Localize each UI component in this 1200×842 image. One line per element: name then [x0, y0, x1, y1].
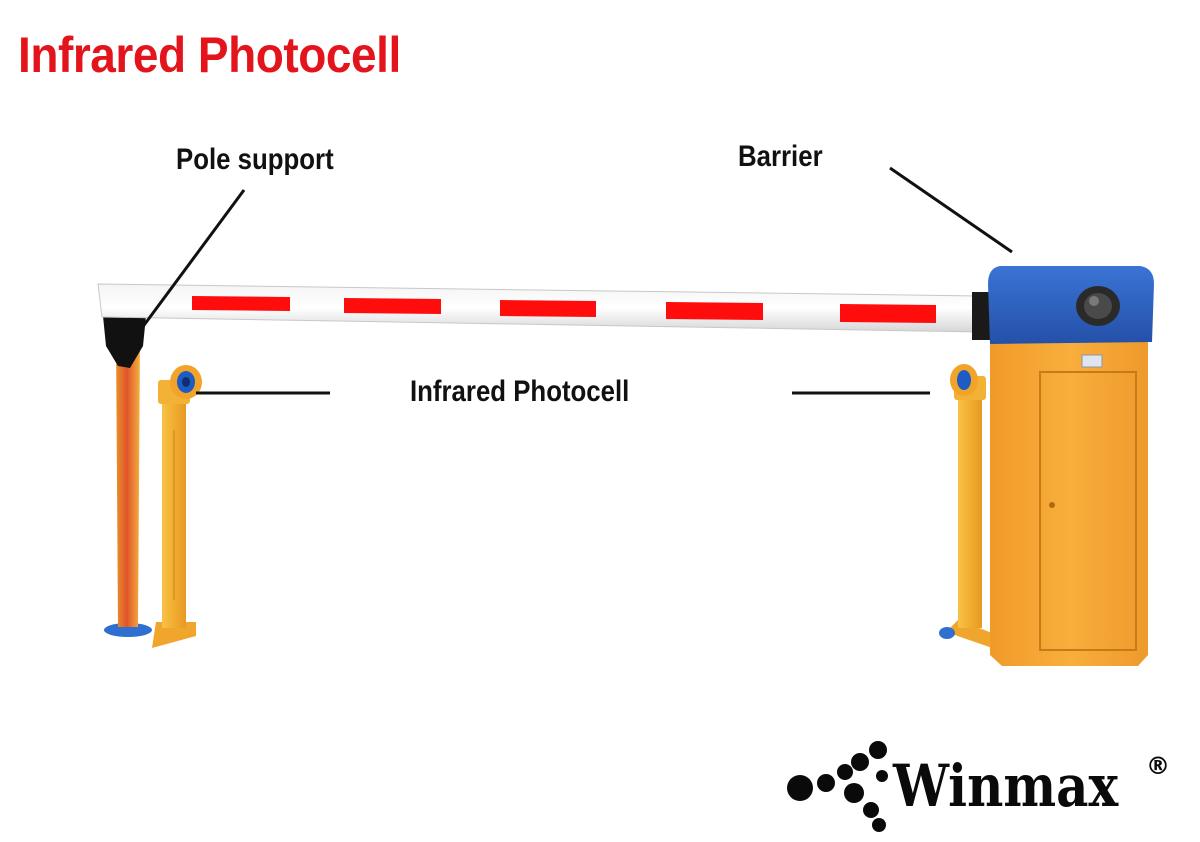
label-barrier: Barrier [738, 140, 823, 173]
barrier-cabinet-cap [988, 266, 1154, 344]
brand-registered-mark: ® [1146, 752, 1170, 780]
winmax-logo-mark [787, 741, 888, 832]
photocell-post-right [939, 364, 1000, 650]
pole-support-base [104, 623, 152, 637]
brand-name: Winmax [893, 752, 1119, 820]
pole-support-column [116, 338, 140, 627]
label-pole-support: Pole support [176, 143, 334, 176]
barrier-cabinet-door [1039, 371, 1137, 651]
boom-stripe [666, 302, 763, 320]
boom-arm [97, 283, 996, 340]
pole-support [103, 316, 152, 637]
photocell-post-left [152, 365, 202, 648]
barrier-cabinet [988, 266, 1154, 666]
label-infrared-photocell: Infrared Photocell [410, 375, 630, 408]
boom-stripe [840, 304, 936, 323]
barrier-cabinet-body [990, 342, 1148, 666]
boom-stripe [500, 300, 596, 317]
boom-stripe [192, 296, 290, 311]
barrier-leader-line [889, 166, 1013, 254]
page-title: Infrared Photocell [18, 27, 401, 83]
pole-support-leader-line [134, 189, 246, 337]
boom-stripe [344, 298, 441, 314]
pole-support-fork [103, 316, 146, 368]
